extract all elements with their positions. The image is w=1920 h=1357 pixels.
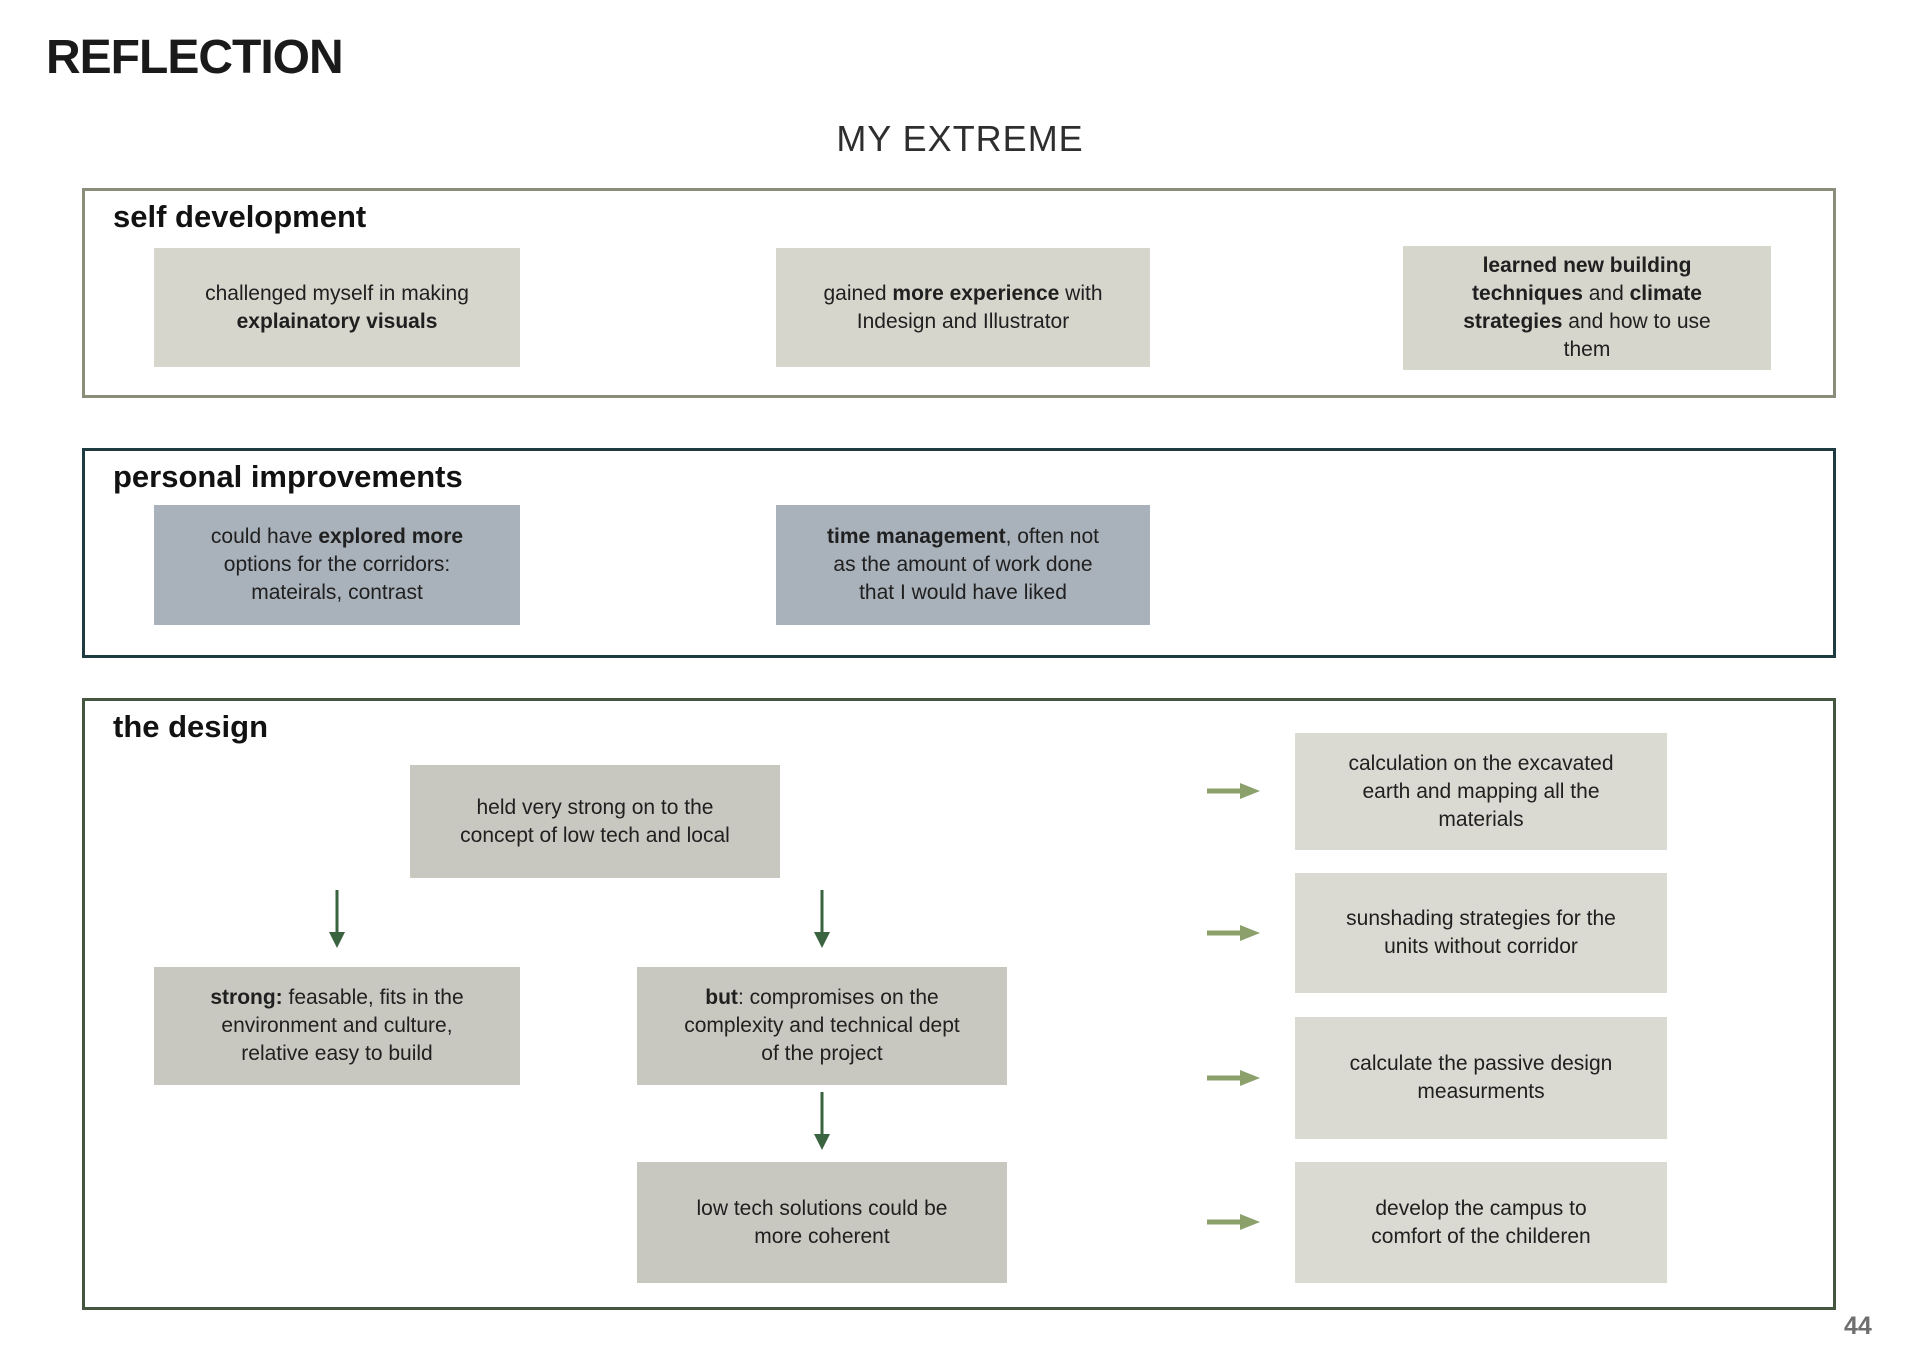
note-box-corridor-options: could have explored more options for the… [154, 505, 520, 625]
section-title: personal improvements [113, 459, 463, 494]
right-arrow-icon [1207, 1214, 1260, 1230]
section-title: self development [113, 199, 367, 234]
section-personal-improvements: personal improvements could have explore… [82, 448, 1836, 658]
section-title: the design [113, 709, 269, 744]
flow-box-concept: held very strong on to the concept of lo… [410, 765, 780, 878]
page-title: REFLECTION [46, 31, 344, 84]
right-arrow-icon [1207, 1070, 1260, 1086]
flow-box-strong: strong: feasable, fits in the environmen… [154, 967, 520, 1085]
section-self-development: self development challenged myself in ma… [82, 188, 1836, 398]
outcome-box-passive-design: calculate the passive design measurments [1295, 1017, 1667, 1139]
note-box-building-techniques: learned new building techniques and clim… [1403, 246, 1771, 370]
right-arrow-icon [1207, 925, 1260, 941]
section-the-design: the design held very strong on to the co… [82, 698, 1836, 1310]
slide-subtitle: MY EXTREME [836, 118, 1084, 159]
down-arrow-icon [814, 890, 830, 948]
note-box-time-management: time management, often not as the amount… [776, 505, 1150, 625]
page-number: 44 [1844, 1312, 1872, 1340]
flow-box-coherent: low tech solutions could be more coheren… [637, 1162, 1007, 1283]
outcome-box-sunshading: sunshading strategies for the units with… [1295, 873, 1667, 993]
down-arrow-icon [814, 1092, 830, 1150]
right-arrow-icon [1207, 783, 1260, 799]
outcome-box-campus: develop the campus to comfort of the chi… [1295, 1162, 1667, 1283]
flow-box-but: but: compromises on the complexity and t… [637, 967, 1007, 1085]
down-arrow-icon [329, 890, 345, 948]
outcome-box-calculation: calculation on the excavated earth and m… [1295, 733, 1667, 850]
note-box-explainatory-visuals: challenged myself in making explainatory… [154, 248, 520, 367]
note-box-more-experience: gained more experience with Indesign and… [776, 248, 1150, 367]
